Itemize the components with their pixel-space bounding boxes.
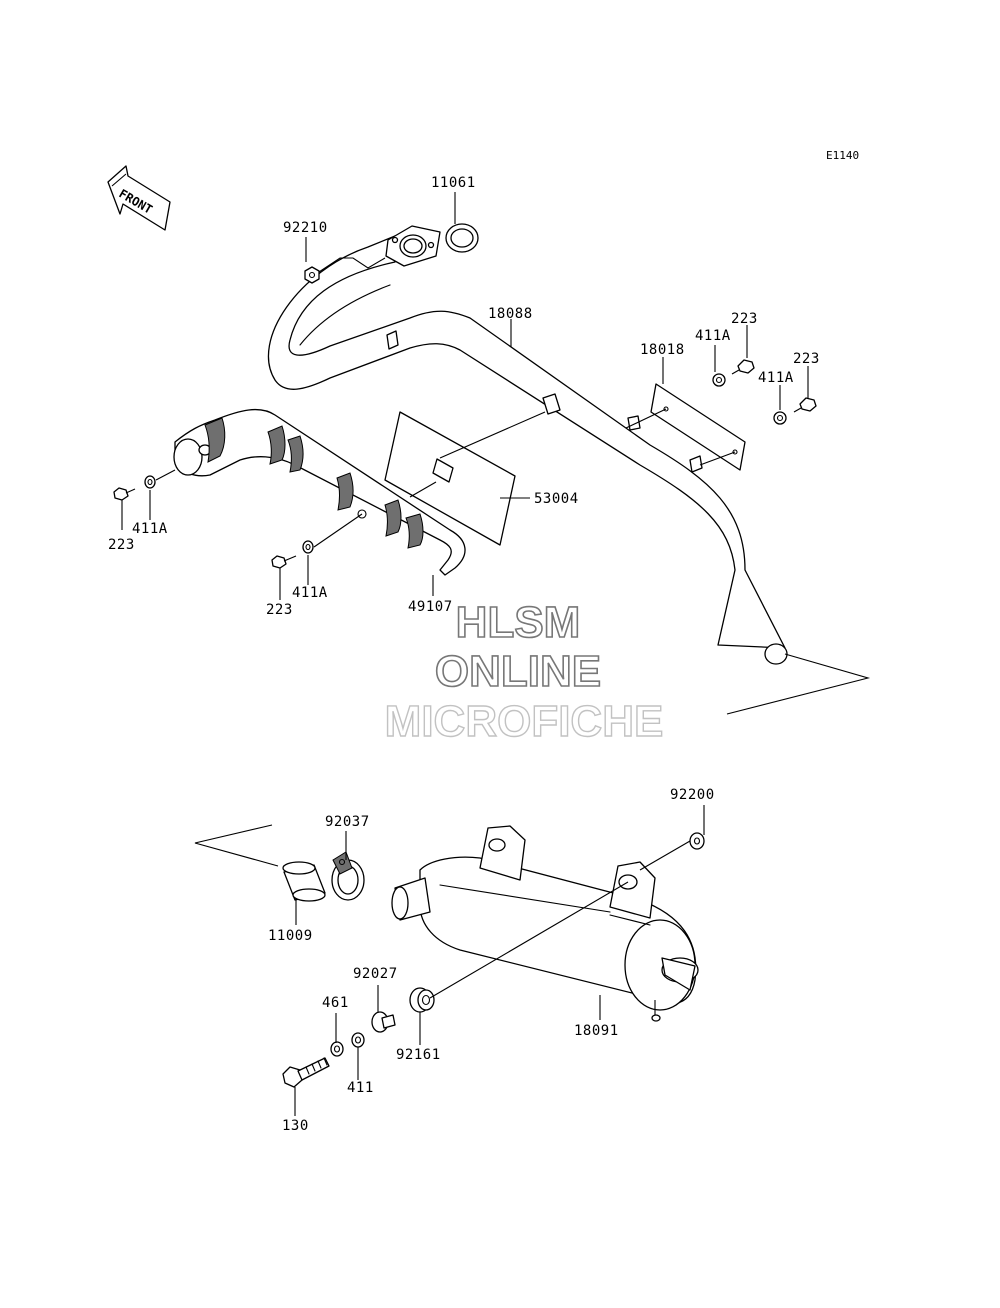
callout-411A-top-right: 411A: [758, 370, 794, 386]
clamp-92037: [331, 851, 365, 901]
heat-cover-49107: [173, 408, 466, 576]
watermark-line3: MICROFICHE: [385, 697, 664, 746]
washer-411A-left: [144, 475, 156, 489]
callout-18088: 18088: [488, 306, 533, 322]
washer-411A-mid: [302, 540, 314, 554]
callout-53004: 53004: [534, 491, 579, 507]
nut-92210: [304, 266, 320, 284]
callout-223-left: 223: [108, 537, 135, 553]
muffler-18091: [391, 825, 699, 1022]
watermark-line1: HLSM: [456, 598, 581, 647]
callout-223-top-left: 223: [731, 311, 758, 327]
grommet-92161: [409, 987, 435, 1013]
washer-411A-top-left: [712, 373, 726, 387]
washer-461: [330, 1041, 344, 1057]
callout-223-top-right: 223: [793, 351, 820, 367]
seal-11009: [282, 861, 326, 902]
bolt-223-top-left: [731, 359, 755, 375]
washer-411A-top-right: [773, 411, 787, 425]
washer-411: [351, 1032, 365, 1048]
callout-92027: 92027: [353, 966, 398, 982]
bolt-223-mid: [271, 555, 297, 569]
callout-18018: 18018: [640, 342, 685, 358]
callout-labels: 11061 92210 18088 223 411A 18018 223 411…: [108, 175, 820, 1134]
bolt-223-top-right: [793, 397, 817, 413]
callout-411: 411: [347, 1080, 374, 1096]
leader-line-connector: [194, 824, 279, 867]
callout-411A-left: 411A: [132, 521, 168, 537]
diagram-code: E1140: [826, 149, 859, 162]
callout-92161: 92161: [396, 1047, 441, 1063]
callout-18091: 18091: [574, 1023, 619, 1039]
gasket-11061: [445, 223, 479, 253]
callout-49107: 49107: [408, 599, 453, 615]
exhaust-pipe-18088: [267, 225, 788, 665]
callout-92210: 92210: [283, 220, 328, 236]
callout-461: 461: [322, 995, 349, 1011]
watermark: HLSM ONLINE MICROFICHE: [384, 597, 664, 747]
callout-92037: 92037: [325, 814, 370, 830]
leader-lines-bottom: [294, 805, 705, 1116]
plate-53004: [384, 411, 516, 546]
callout-411A-top-left: 411A: [695, 328, 731, 344]
leader-lines-top: [121, 192, 871, 715]
collar-92027: [371, 1011, 396, 1033]
watermark-line2: ONLINE: [435, 647, 601, 696]
callout-130: 130: [282, 1118, 309, 1134]
bolt-130: [282, 1057, 330, 1088]
bolt-223-left: [113, 487, 136, 501]
washer-92200: [689, 832, 705, 850]
callout-11061: 11061: [431, 175, 476, 191]
front-arrow-icon: FRONT: [107, 165, 171, 231]
callout-411A-mid: 411A: [292, 585, 328, 601]
callout-223-mid: 223: [266, 602, 293, 618]
callout-11009: 11009: [268, 928, 313, 944]
callout-92200: 92200: [670, 787, 715, 803]
plate-18018: [650, 383, 746, 471]
